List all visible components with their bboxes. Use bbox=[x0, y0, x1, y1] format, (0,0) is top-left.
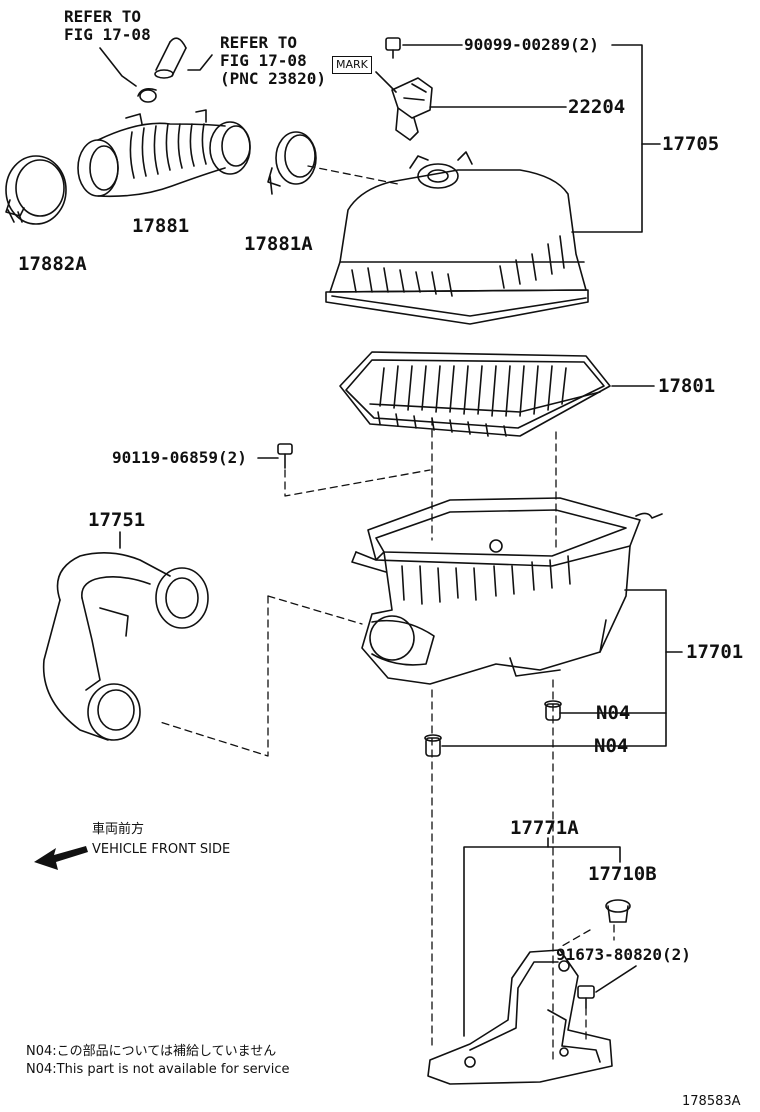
vehicle-front-en: VEHICLE FRONT SIDE bbox=[92, 842, 231, 857]
bolt-91673 bbox=[577, 985, 595, 1009]
part-17705: 17705 bbox=[662, 133, 720, 155]
part-17701: 17701 bbox=[686, 641, 744, 663]
refer-b-line3: (PNC 23820) bbox=[220, 69, 326, 88]
grommet-17710b bbox=[605, 899, 631, 923]
leader-lines bbox=[99, 44, 683, 1037]
part-17881: 17881 bbox=[132, 215, 190, 237]
part-17801: 17801 bbox=[658, 375, 716, 397]
part-17771a: 17771A bbox=[510, 817, 579, 839]
small-hose bbox=[137, 37, 187, 103]
note-en: N04:This part is not available for servi… bbox=[26, 1062, 290, 1077]
bolt-90119 bbox=[277, 443, 293, 469]
part-91673: 91673-80820(2) bbox=[556, 945, 691, 964]
air-filter-element bbox=[339, 351, 611, 437]
vehicle-front-jp: 車両前方 bbox=[92, 822, 145, 837]
bracket-17771a bbox=[427, 949, 613, 1085]
part-n04-lower: N04 bbox=[594, 735, 629, 757]
part-17882a: 17882A bbox=[18, 253, 87, 275]
figure-id: 178583A bbox=[682, 1094, 741, 1109]
grommet-n04-lower bbox=[424, 734, 442, 757]
part-n04-upper: N04 bbox=[596, 702, 631, 724]
grommet-n04-upper bbox=[544, 700, 562, 721]
air-hose-17881 bbox=[77, 109, 251, 198]
refer-a-line2: FIG 17-08 bbox=[64, 25, 151, 44]
clamp-17881a bbox=[267, 131, 317, 195]
refer-b-line1: REFER TO bbox=[220, 33, 298, 52]
air-cleaner-case bbox=[351, 497, 663, 685]
vehicle-front-arrow-icon bbox=[34, 846, 88, 870]
refer-b-line2: FIG 17-08 bbox=[220, 51, 307, 70]
part-17710b: 17710B bbox=[588, 863, 657, 885]
bolt-90099 bbox=[385, 37, 401, 59]
air-cleaner-cap bbox=[325, 151, 589, 325]
air-inlet-17751 bbox=[42, 552, 209, 741]
refer-a-line1: REFER TO bbox=[64, 7, 142, 26]
part-22204: 22204 bbox=[568, 96, 626, 118]
mass-air-flow-sensor bbox=[391, 77, 433, 141]
note-jp: N04:この部品については補給していません bbox=[26, 1044, 277, 1059]
part-90119: 90119-06859(2) bbox=[112, 448, 247, 467]
alignment-dashes bbox=[159, 165, 615, 1061]
part-90099: 90099-00289(2) bbox=[464, 35, 599, 54]
part-17751: 17751 bbox=[88, 509, 146, 531]
part-17881a: 17881A bbox=[244, 233, 313, 255]
clamp-17882a bbox=[5, 155, 67, 225]
mark-box: MARK bbox=[332, 56, 372, 74]
